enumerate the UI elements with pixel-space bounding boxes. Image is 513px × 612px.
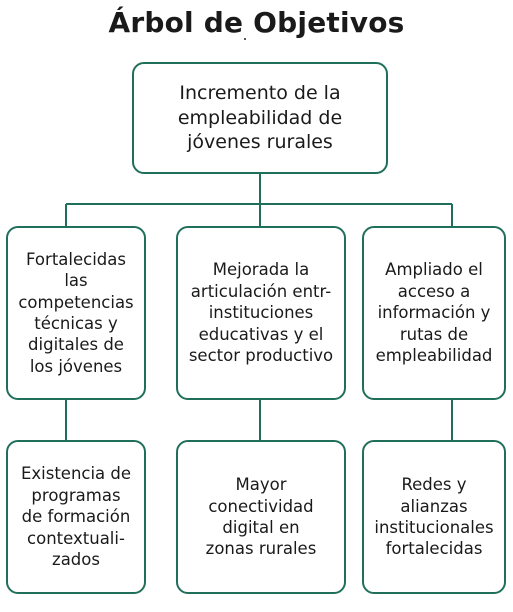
stray-dot xyxy=(244,38,246,40)
node-main-objective: Incremento de la empleabilidad de jóvene… xyxy=(132,62,388,174)
node-objective-competencias: Fortalecidas las competencias técnicas y… xyxy=(6,226,146,400)
node-means-programas: Existencia de programas de formación con… xyxy=(6,440,146,594)
diagram-title: Árbol de Objetivos xyxy=(108,6,405,39)
node-objective-acceso: Ampliado el acceso a información y rutas… xyxy=(362,226,506,400)
node-means-redes: Redes y alianzas institucionales fortale… xyxy=(362,440,506,594)
node-objective-articulacion: Mejorada la articulación entr- instituci… xyxy=(176,226,346,400)
node-means-conectividad: Mayor conectividad digital en zonas rura… xyxy=(176,440,346,594)
